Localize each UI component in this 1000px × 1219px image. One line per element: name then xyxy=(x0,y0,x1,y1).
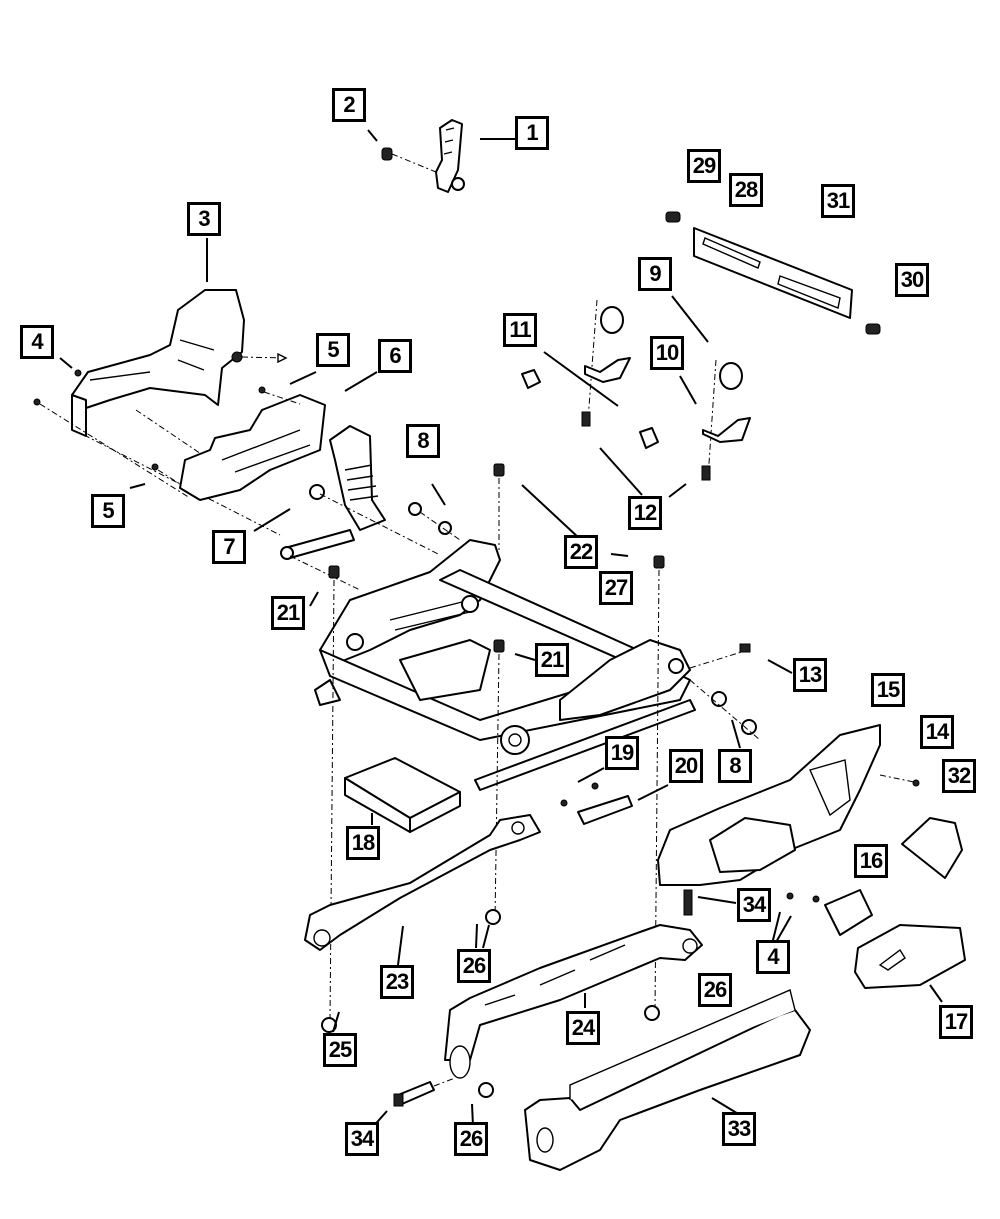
callout-21-center[interactable]: 21 xyxy=(535,643,569,677)
seat-adjuster-frame-part xyxy=(314,539,696,791)
callout-20[interactable]: 20 xyxy=(669,749,703,783)
callout-34-bottom[interactable]: 34 xyxy=(345,1122,379,1156)
callout-26-bottom[interactable]: 26 xyxy=(454,1122,488,1156)
recliner-bracket-part xyxy=(151,386,326,501)
riser-front-part xyxy=(304,814,541,951)
seat-module-part xyxy=(344,757,461,833)
torque-tube-part xyxy=(280,484,461,591)
callout-17[interactable]: 17 xyxy=(939,1005,973,1039)
callout-28[interactable]: 28 xyxy=(729,173,763,207)
spring-and-bolts xyxy=(689,643,761,741)
callout-21-left[interactable]: 21 xyxy=(271,596,305,630)
callout-7[interactable]: 7 xyxy=(212,530,246,564)
callout-25[interactable]: 25 xyxy=(323,1033,357,1067)
callout-2[interactable]: 2 xyxy=(332,88,366,122)
riser-rear-part xyxy=(444,924,703,1079)
callout-9[interactable]: 9 xyxy=(638,257,672,291)
shield-screws xyxy=(33,369,281,536)
callout-27[interactable]: 27 xyxy=(599,571,633,605)
callout-31[interactable]: 31 xyxy=(821,184,855,218)
callout-26-right[interactable]: 26 xyxy=(698,973,732,1007)
callout-26-upper[interactable]: 26 xyxy=(457,949,491,983)
callout-8-right[interactable]: 8 xyxy=(718,749,752,783)
callout-10[interactable]: 10 xyxy=(650,336,684,370)
callout-18[interactable]: 18 xyxy=(346,826,380,860)
callout-15[interactable]: 15 xyxy=(871,673,905,707)
callout-12[interactable]: 12 xyxy=(628,496,662,530)
handle-screw-part xyxy=(381,147,437,173)
nuts xyxy=(321,909,660,1098)
motor-mount-left xyxy=(521,299,659,449)
callout-8-top[interactable]: 8 xyxy=(406,424,440,458)
switch-bezel-part xyxy=(901,817,963,879)
callout-33[interactable]: 33 xyxy=(722,1112,756,1146)
callout-34-right[interactable]: 34 xyxy=(737,888,771,922)
callout-32[interactable]: 32 xyxy=(942,759,976,793)
callout-30[interactable]: 30 xyxy=(895,263,929,297)
callout-3[interactable]: 3 xyxy=(187,202,221,236)
callout-13[interactable]: 13 xyxy=(793,658,827,692)
motor-mount-right xyxy=(701,359,751,481)
pin-part xyxy=(393,1077,456,1107)
callout-5-bottom[interactable]: 5 xyxy=(91,494,125,528)
callout-11[interactable]: 11 xyxy=(503,313,537,347)
callout-24[interactable]: 24 xyxy=(566,1011,600,1045)
callout-19[interactable]: 19 xyxy=(605,736,639,770)
callout-22[interactable]: 22 xyxy=(564,535,598,569)
callout-29[interactable]: 29 xyxy=(687,149,721,183)
outboard-shield-part xyxy=(657,724,920,916)
callout-16[interactable]: 16 xyxy=(854,844,888,878)
harness-bracket-part xyxy=(560,782,633,825)
callout-4-top[interactable]: 4 xyxy=(20,325,54,359)
leader-lines xyxy=(59,129,943,1129)
callout-14[interactable]: 14 xyxy=(920,715,954,749)
callout-1[interactable]: 1 xyxy=(515,116,549,150)
power-switch-part xyxy=(786,889,966,989)
callout-6[interactable]: 6 xyxy=(378,339,412,373)
callout-23[interactable]: 23 xyxy=(380,965,414,999)
recline-handle-part xyxy=(435,119,465,193)
callout-4-bottom[interactable]: 4 xyxy=(756,940,790,974)
seat-belt-buckle-part xyxy=(329,425,386,531)
track-cover-part xyxy=(524,989,811,1171)
inboard-shield-part xyxy=(71,289,288,437)
cross-panel-part xyxy=(665,211,881,335)
callout-5-top[interactable]: 5 xyxy=(316,333,350,367)
